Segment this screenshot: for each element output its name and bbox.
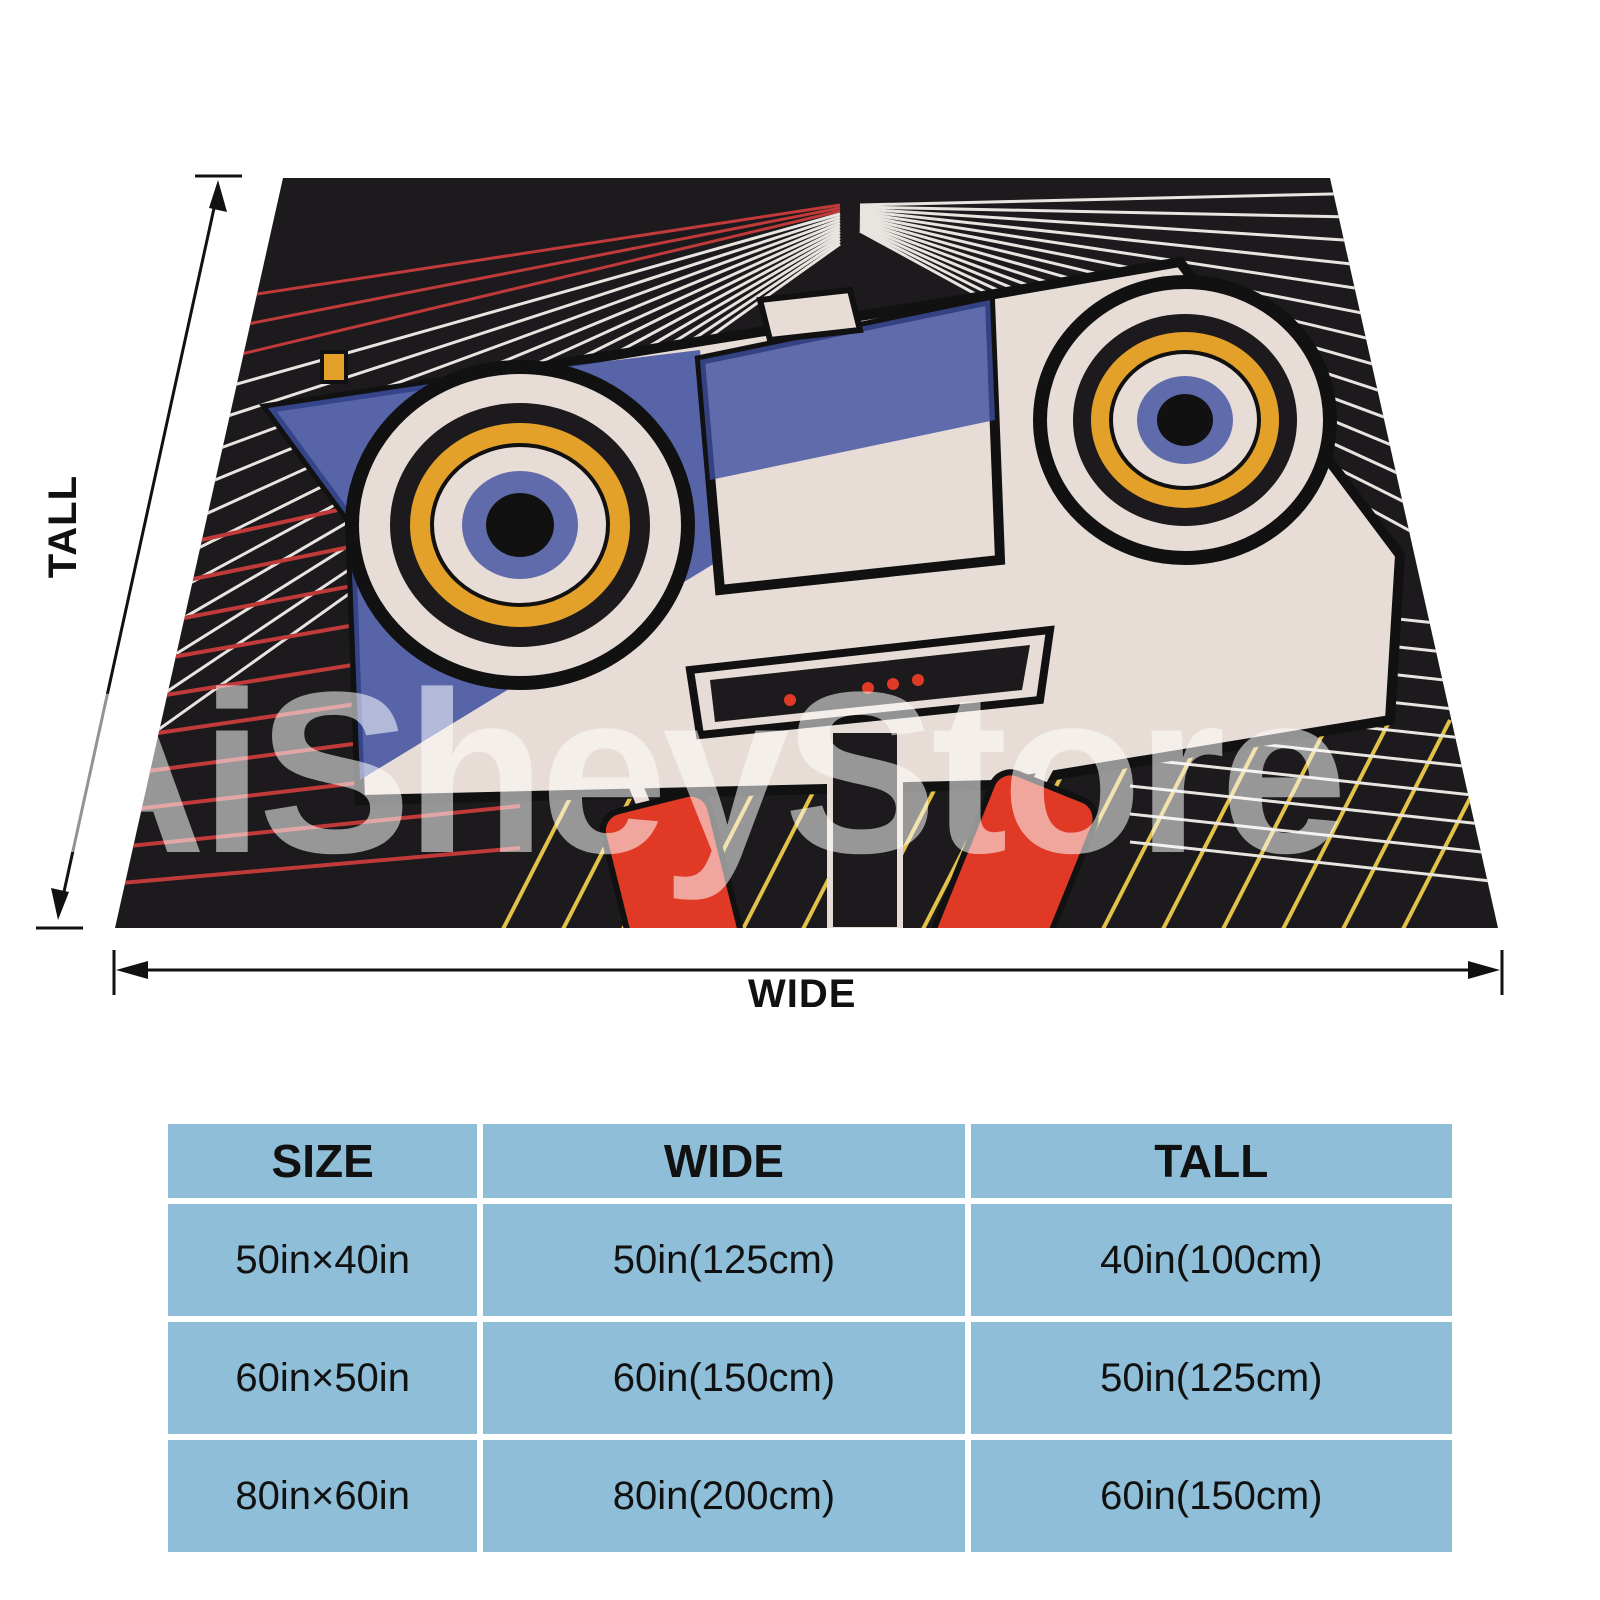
right-dynamite bbox=[931, 769, 1099, 928]
ray-stripe bbox=[1338, 719, 1452, 928]
right-lens bbox=[1033, 275, 1337, 565]
ray-stripe bbox=[1129, 784, 1498, 828]
camera-center-shade bbox=[700, 300, 995, 480]
ray-stripe bbox=[1129, 756, 1498, 800]
right-arm-rod bbox=[1033, 606, 1137, 784]
camera-robot-artwork bbox=[259, 256, 1406, 928]
ray-stripe bbox=[1158, 719, 1272, 928]
led-panel bbox=[685, 625, 1055, 740]
tall-label: TALL bbox=[41, 475, 85, 579]
camera-hot-shoe bbox=[756, 286, 864, 344]
table-row: 60in×50in 60in(150cm) 50in(125cm) bbox=[168, 1322, 1452, 1434]
ray-stripe bbox=[119, 218, 841, 487]
wide-cell: 80in(200cm) bbox=[483, 1440, 965, 1552]
header-tall: TALL bbox=[970, 1124, 1452, 1198]
ray-stripe bbox=[119, 215, 841, 453]
wide-dimension-arrow bbox=[112, 950, 1504, 995]
left-arm-rod bbox=[593, 697, 657, 823]
table-row: 80in×60in 80in(200cm) 60in(150cm) bbox=[168, 1440, 1452, 1552]
ray-stripe bbox=[1129, 812, 1498, 856]
ray-stripe bbox=[115, 846, 521, 886]
tall-cell: 50in(125cm) bbox=[970, 1322, 1452, 1434]
left-dynamite bbox=[599, 790, 751, 928]
left-lens bbox=[345, 360, 695, 690]
product-illustration bbox=[36, 174, 1504, 995]
camera-top-dial bbox=[320, 350, 348, 384]
led-light bbox=[912, 674, 924, 686]
ray-stripe bbox=[115, 804, 521, 850]
led-light bbox=[887, 678, 899, 690]
tall-cell: 60in(150cm) bbox=[970, 1440, 1452, 1552]
wide-cell: 60in(150cm) bbox=[483, 1322, 965, 1434]
wide-cell: 50in(125cm) bbox=[483, 1204, 965, 1316]
robot-neck bbox=[827, 727, 903, 928]
ray-stripe bbox=[119, 212, 841, 419]
tall-dimension-arrow bbox=[36, 174, 242, 930]
size-table: SIZE WIDE TALL 50in×40in 50in(125cm) 40i… bbox=[162, 1118, 1458, 1558]
header-size: SIZE bbox=[168, 1124, 478, 1198]
led-light bbox=[784, 694, 796, 706]
blanket bbox=[115, 178, 1498, 928]
wide-label: WIDE bbox=[748, 972, 857, 1016]
ray-stripe bbox=[1218, 719, 1332, 928]
size-cell: 80in×60in bbox=[168, 1440, 478, 1552]
size-cell: 60in×50in bbox=[168, 1322, 478, 1434]
led-light bbox=[862, 682, 874, 694]
header-wide: WIDE bbox=[483, 1124, 965, 1198]
size-table-header-row: SIZE WIDE TALL bbox=[168, 1124, 1452, 1198]
size-cell: 50in×40in bbox=[168, 1204, 478, 1316]
ray-stripe bbox=[1129, 840, 1498, 884]
tall-cell: 40in(100cm) bbox=[970, 1204, 1452, 1316]
table-row: 50in×40in 50in(125cm) 40in(100cm) bbox=[168, 1204, 1452, 1316]
